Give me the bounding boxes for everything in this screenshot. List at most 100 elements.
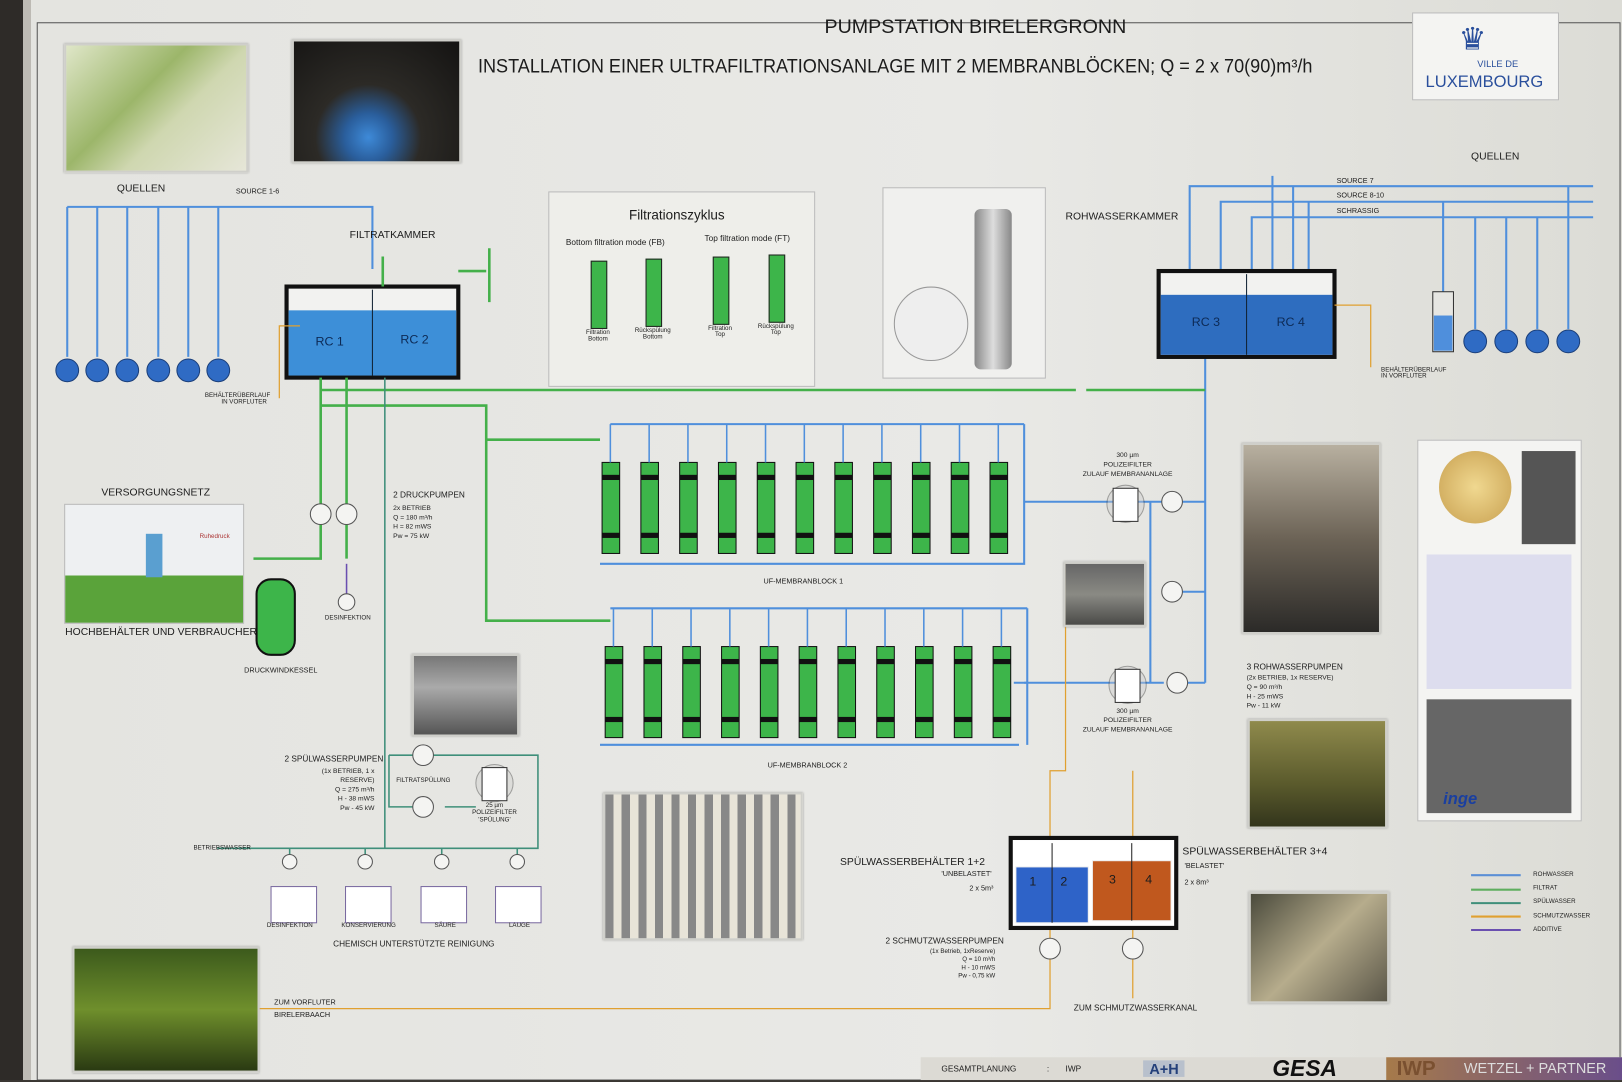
module-band (796, 532, 814, 538)
spuelbehaelter-12-sub: 'UNBELASTET' (941, 871, 992, 879)
module-band (990, 532, 1008, 538)
module-band (915, 658, 934, 665)
tank-4: 4 (1145, 872, 1153, 887)
filter-desc: ZULAUF MEMBRANANLAGE (1082, 726, 1173, 734)
module-band (834, 532, 853, 538)
module-band (760, 716, 778, 723)
module-band (954, 658, 972, 665)
module-band (640, 532, 659, 538)
logo-iwp: IWP (1396, 1057, 1436, 1081)
module-band (915, 716, 934, 723)
spec-line: H - 10 mWS (961, 965, 996, 972)
gesamtplanung-label: GESAMTPLANUNG (941, 1064, 1017, 1074)
spec-line: H = 82 mWS (393, 523, 432, 531)
module-band (679, 474, 698, 481)
module-band (799, 716, 817, 723)
module-band (990, 474, 1008, 481)
photo-pump-room (291, 39, 462, 164)
schmutzpumpen-title: 2 SCHMUTZWASSERPUMPEN (885, 936, 1004, 946)
logo-wetzel-partner: WETZEL + PARTNER (1463, 1059, 1607, 1076)
filter-desc: 'SPÜLUNG' (478, 817, 511, 824)
cycle-ft-label: Top filtration mode (FT) (704, 233, 791, 244)
module-band (682, 658, 701, 665)
chem-tank-desinfektion: DESINFEKTION (266, 922, 313, 929)
chem-tank-saeure: SÄURE (434, 922, 456, 929)
supply-network-image: Ruhedruck (64, 503, 245, 624)
logo-line2: LUXEMBOURG (1425, 73, 1544, 92)
filter-desc: ZULAUF MEMBRANANLAGE (1082, 470, 1173, 478)
module-band (602, 532, 620, 538)
spec-line: Pw - 45 kW (340, 804, 375, 813)
vorfluter-label: ZUM VORFLUTER (274, 999, 336, 1007)
filter-name: POLIZEIFILTER (1103, 461, 1152, 469)
spuelbehaelter-12-vol: 2 x 5m³ (969, 885, 994, 893)
module-band (718, 474, 737, 481)
photo-pump (411, 653, 520, 737)
tank-rc3: RC 3 (1191, 314, 1221, 329)
lion-icon: ♛ (1458, 22, 1487, 57)
betriebswasser-label: BETRIEBSWASSER (193, 845, 251, 852)
spec-line: (1x BETRIEB, 1 x RESERVE) (321, 767, 375, 785)
desinfektion-label: DESINFEKTION (324, 615, 371, 622)
cycle-step-3: Filtration Top (708, 325, 732, 339)
chem-tank-lauge: LAUGE (508, 922, 531, 929)
tank-1: 1 (1029, 874, 1037, 889)
membrane-module-image (882, 187, 1046, 379)
filtratspuelung-label: FILTRATSPÜLUNG (396, 777, 451, 785)
legend-filtrat: FILTRAT (1533, 885, 1558, 892)
poster-subtitle: INSTALLATION EINER ULTRAFILTRATIONSANLAG… (477, 55, 1313, 78)
photo-raw-pumps (1241, 442, 1382, 635)
birelerbaach-label: BIRELERBAACH (274, 1011, 331, 1019)
spec-line: Q = 90 m³/h (1246, 683, 1283, 692)
uf-block-1-label: UF-MEMBRANBLOCK 1 (763, 578, 844, 586)
module-band (640, 474, 659, 481)
legend-schmutzwasser: SCHMUTZWASSER (1533, 913, 1591, 920)
logo-ah: A+H (1143, 1060, 1185, 1077)
versorgungsnetz-label: VERSORGUNGSNETZ (101, 487, 211, 499)
module-band (912, 474, 931, 481)
tank-rc1: RC 1 (315, 334, 344, 349)
module-band (834, 474, 853, 481)
legend-spuelwasser: SPÜLWASSER (1533, 899, 1576, 906)
module-band (757, 532, 775, 538)
logo-line1: VILLE DE (1477, 58, 1519, 70)
module-band (873, 474, 892, 481)
footer-separator: : (1046, 1064, 1050, 1074)
poster-title: PUMPSTATION BIRELERGRONN (824, 16, 1127, 39)
spec-line: H - 25 mWS (1246, 693, 1284, 701)
site-map (64, 43, 249, 173)
druckwindkessel-label: DRUCKWINDKESSEL (244, 667, 318, 675)
source-8-10-label: SOURCE 8-10 (1336, 192, 1385, 200)
spec-line: Pw - 0,75 kW (958, 973, 996, 980)
schrassig-label: SCHRASSIG (1336, 207, 1380, 216)
tank-rc2: RC 2 (400, 332, 429, 347)
cycle-title: Filtrationszyklus (628, 206, 725, 223)
schmutzwasserkanal-label: ZUM SCHMUTZWASSERKANAL (1073, 1003, 1198, 1013)
spuelbehaelter-34-title: SPÜLWASSERBEHÄLTER 3+4 (1182, 846, 1328, 858)
spec-line: Pw - 11 kW (1246, 702, 1281, 710)
footer: GESAMTPLANUNG : IWP A+H GESA IWP WETZEL … (920, 1055, 1622, 1081)
legend: ROHWASSER FILTRAT SPÜLWASSER SCHMUTZWASS… (1533, 869, 1590, 937)
filtration-cycle-panel: Filtrationszyklus Bottom filtration mode… (548, 191, 816, 387)
filter-name: POLIZEIFILTER (472, 810, 517, 817)
photo-forest (72, 946, 260, 1073)
module-band (951, 474, 969, 481)
source-1-6-label: SOURCE 1-6 (235, 188, 280, 196)
overflow-left-label: BEHÄLTERÜBERLAUF IN VORFLUTER (204, 393, 271, 406)
cycle-fb-label: Bottom filtration mode (FB) (565, 237, 665, 248)
tank-rc4: RC 4 (1276, 314, 1305, 329)
spec-line: 2x BETRIEB (393, 504, 431, 513)
module-band (993, 716, 1011, 723)
module-band (602, 474, 620, 481)
photo-membranes (603, 792, 803, 941)
filtratkammer-label: FILTRATKAMMER (349, 229, 436, 242)
spec-line: Q = 10 m³/h (962, 956, 996, 964)
module-band (605, 716, 623, 723)
rohwasserpumpen-title: 3 ROHWASSERPUMPEN (1246, 662, 1343, 672)
druckpumpen-title: 2 DRUCKPUMPEN (393, 490, 465, 500)
